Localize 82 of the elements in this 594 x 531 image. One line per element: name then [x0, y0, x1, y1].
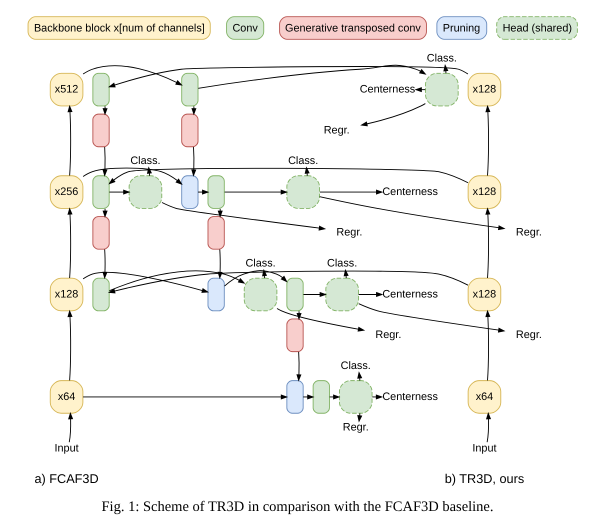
arrow	[318, 190, 383, 195]
arrow	[485, 412, 491, 443]
arrow	[358, 303, 505, 333]
node-text: Class.	[288, 155, 318, 168]
arrow	[102, 146, 107, 177]
arrow	[108, 66, 468, 88]
node-text: Class.	[426, 52, 456, 65]
node-text: Class.	[340, 360, 370, 372]
node-box	[324, 278, 358, 312]
node-box	[92, 175, 110, 209]
arrow	[328, 394, 340, 400]
arrow	[102, 249, 107, 280]
arrow	[302, 394, 314, 400]
node-box	[92, 114, 110, 148]
caption: Fig. 1: Scheme of TR3D in comparison with the FCAF3D baseline.	[100, 498, 494, 515]
arrow	[108, 168, 468, 185]
arrow	[484, 207, 490, 278]
arrow	[66, 207, 72, 278]
node-box	[180, 72, 198, 106]
node-box	[243, 278, 277, 312]
node-box	[207, 175, 224, 209]
arrow	[197, 190, 209, 195]
node-text: Regr.	[342, 422, 368, 434]
node-box	[207, 216, 224, 250]
node-text: Regr.	[515, 329, 542, 342]
arrow	[190, 146, 196, 177]
node-box	[92, 278, 110, 312]
arrow	[224, 270, 288, 287]
arrow	[82, 272, 208, 293]
node-text: Class.	[244, 257, 276, 270]
legend-label: Generative transposed conv	[284, 22, 420, 34]
node-box	[92, 72, 110, 106]
legend-label: Pruning	[442, 22, 480, 34]
arrow	[82, 168, 182, 185]
arrow	[318, 196, 506, 230]
node-text: Input	[472, 442, 496, 454]
node-box	[180, 175, 198, 209]
node-box	[312, 380, 330, 414]
arrow	[360, 103, 426, 126]
arrow	[484, 310, 490, 381]
legend-label: Head (shared)	[502, 22, 572, 34]
arrow	[358, 292, 383, 298]
arrow	[108, 190, 130, 195]
node-text: Class.	[130, 155, 160, 168]
node-box	[424, 72, 458, 106]
node-text: Centerness	[382, 288, 438, 300]
arrow	[68, 412, 73, 443]
node-text: Centerness	[382, 186, 438, 198]
arrow	[371, 394, 383, 400]
label: a) FCAF3D	[34, 472, 98, 486]
legend-label: Conv	[232, 22, 258, 34]
arrow	[197, 64, 426, 89]
node-box	[207, 278, 224, 312]
node-box	[92, 216, 110, 250]
node-text: Centerness	[359, 83, 415, 96]
node-box	[180, 114, 198, 148]
node-text: Regr.	[374, 329, 401, 342]
arrow	[224, 190, 288, 195]
arrow	[276, 308, 365, 332]
node-text: Centerness	[382, 390, 438, 403]
arrow	[302, 292, 326, 298]
node-box	[338, 380, 372, 414]
node-text: Class.	[326, 257, 357, 270]
arrow	[161, 202, 326, 231]
node-box	[286, 175, 320, 209]
arrow	[484, 104, 490, 176]
node-text: Input	[54, 442, 78, 454]
node-box	[128, 175, 162, 209]
arrow	[442, 64, 448, 74]
legend-label: Backbone block x[num of channels]	[33, 22, 204, 34]
arrow	[66, 310, 72, 381]
node-box	[286, 318, 304, 352]
node-text: Regr.	[323, 124, 350, 136]
arrow	[66, 104, 72, 176]
arrow	[296, 351, 301, 382]
arrow	[82, 65, 182, 86]
node-box	[286, 380, 304, 414]
node-text: Regr.	[336, 226, 362, 239]
node-box	[286, 278, 304, 312]
label: b) TR3D, ours	[444, 472, 524, 486]
arrow	[82, 394, 288, 400]
node-text: Regr.	[515, 226, 542, 239]
